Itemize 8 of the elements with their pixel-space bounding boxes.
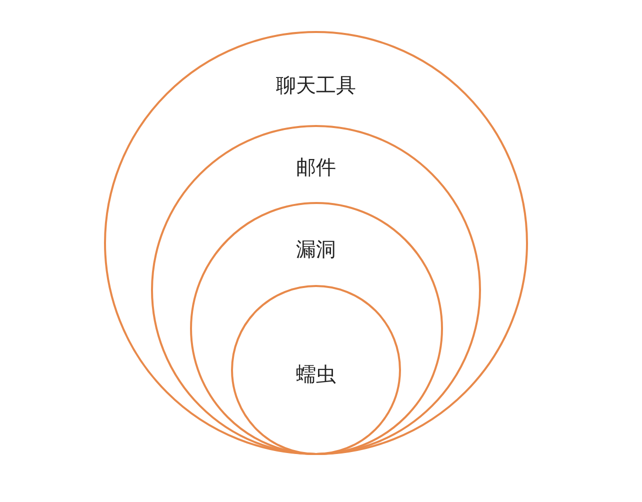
circle-label: 聊天工具 [276, 73, 356, 97]
circle [104, 31, 528, 455]
circle-label: 邮件 [296, 155, 336, 179]
circle [190, 202, 442, 455]
circle [151, 125, 481, 455]
circle-label: 蠕虫 [296, 362, 336, 386]
circle [231, 285, 401, 455]
circle-label: 漏洞 [296, 237, 336, 261]
